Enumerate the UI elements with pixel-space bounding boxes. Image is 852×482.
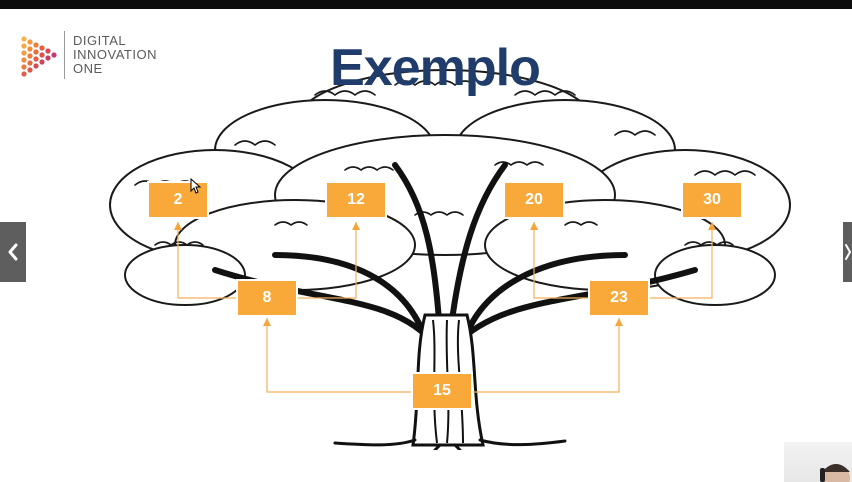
previous-slide-button[interactable]	[0, 222, 26, 282]
logo: DIGITAL INNOVATION ONE	[18, 31, 157, 79]
dio-logo-icon	[21, 36, 57, 77]
tree-node-15: 15	[413, 374, 471, 408]
chevron-right-icon	[844, 244, 851, 260]
logo-text: DIGITAL INNOVATION ONE	[73, 34, 157, 76]
webcam-overlay	[784, 442, 852, 482]
logo-line-innovation: INNOVATION	[73, 47, 157, 62]
tree-node-12: 12	[327, 183, 385, 217]
tree-node-2: 2	[149, 183, 207, 217]
logo-line-digital: DIGITAL	[73, 33, 127, 48]
tree-node-23: 23	[590, 281, 648, 315]
tree-node-20: 20	[505, 183, 563, 217]
chevron-left-icon	[8, 243, 18, 261]
tree-node-30: 30	[683, 183, 741, 217]
presenter-video-icon	[820, 464, 850, 482]
tree-node-8: 8	[238, 281, 296, 315]
logo-line-one: ONE	[73, 61, 103, 76]
slide-title: Exemplo	[330, 39, 541, 97]
mouse-cursor-icon	[190, 178, 202, 194]
next-slide-button[interactable]	[843, 222, 852, 282]
logo-separator	[64, 31, 65, 79]
top-bar	[0, 0, 852, 9]
